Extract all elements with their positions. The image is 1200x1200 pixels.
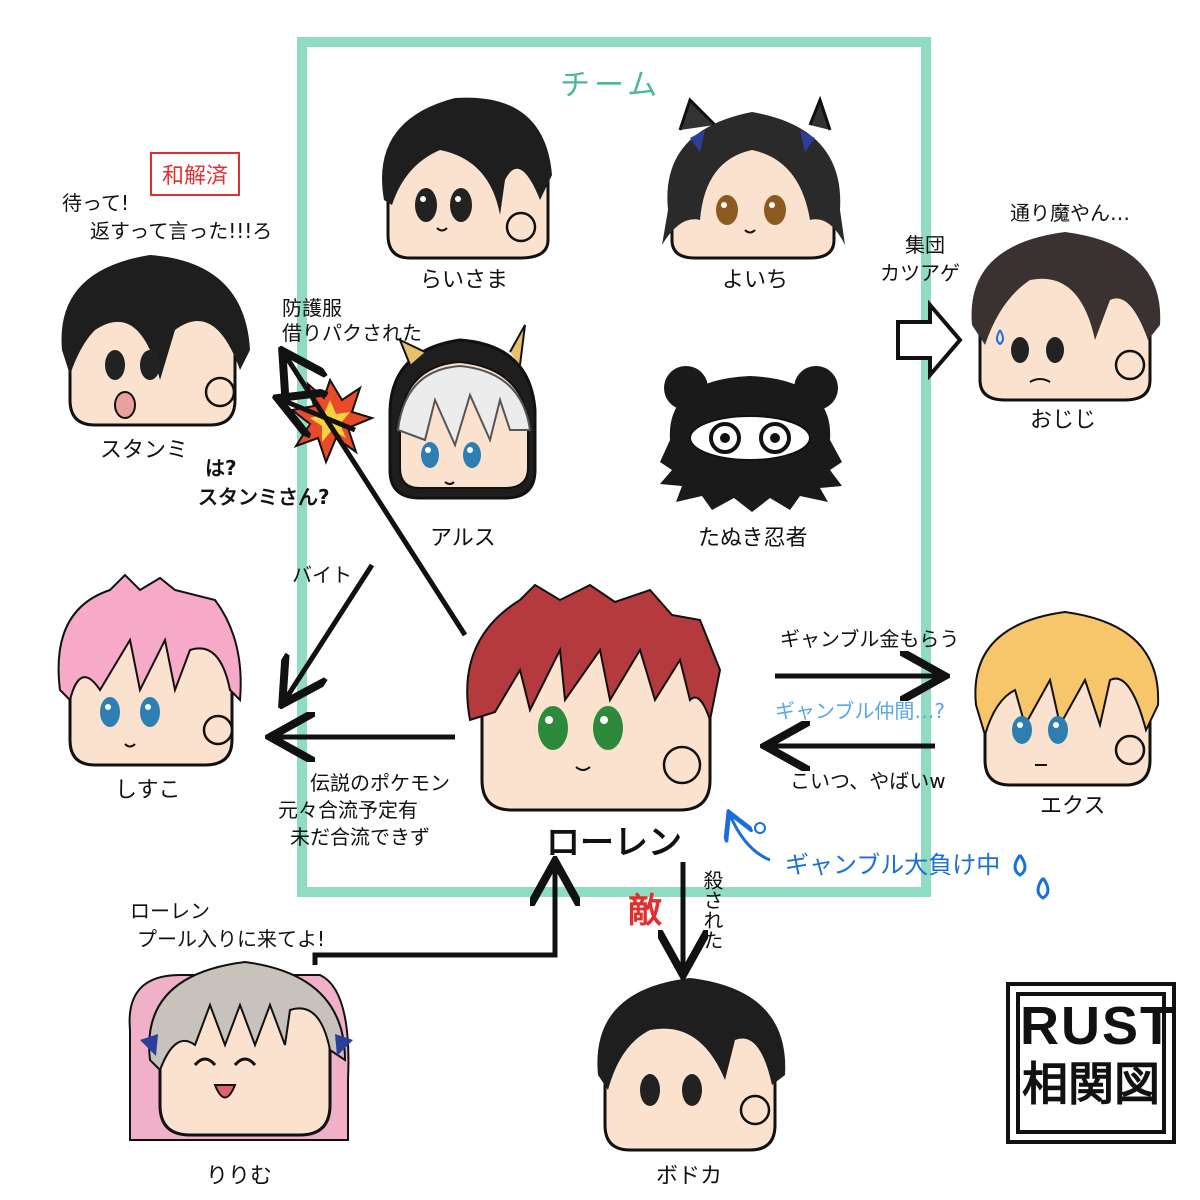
- mass-extortion-line2: カツアゲ: [880, 260, 960, 287]
- rust-relationship-chart-logo: RUST 相関図: [1016, 992, 1166, 1134]
- character-name-raisama: らいさま: [420, 262, 508, 294]
- enemy-label: 敵: [628, 898, 662, 925]
- character-name-ojiji: おじじ: [1030, 402, 1096, 434]
- rirumu-face: [130, 962, 353, 1140]
- logo-line2: 相関図: [1020, 1056, 1162, 1112]
- legend-note-line1: 伝説のポケモン: [310, 770, 450, 797]
- yoichi-face: [662, 100, 845, 258]
- raisama-face: [382, 98, 552, 258]
- killed-note: 殺された: [700, 870, 724, 950]
- stanmi-quote-line2: 返すって言った!!!ろ: [90, 218, 272, 245]
- arrow-rirumu-to-lauren: [315, 866, 555, 965]
- tanuki-ninja-face: [660, 366, 842, 512]
- arusu-question-line1: は?: [205, 455, 237, 482]
- armor-note-line1: 防護服: [282, 295, 342, 322]
- legend-note-line3: 未だ合流できず: [290, 824, 430, 851]
- rirumu-quote-line1: ローレン: [130, 898, 210, 925]
- gamble-losing-note: ギャンブル大負け中: [785, 852, 1000, 879]
- bite-note: バイト: [292, 562, 352, 589]
- rirumu-quote-line2: プール入りに来てよ!: [137, 926, 325, 953]
- ojiji-face: [972, 232, 1161, 400]
- character-name-shisuko: しすこ: [115, 772, 181, 804]
- shisuko-face: [59, 575, 241, 765]
- lauren-face: [467, 585, 720, 810]
- arrow-team-to-ojiji: [898, 305, 960, 375]
- character-name-bodoka: ボドカ: [656, 1158, 722, 1190]
- mass-extortion-line1: 集団: [905, 232, 945, 259]
- character-name-stanmi: スタンミ: [100, 432, 188, 464]
- gamble-friend-note: ギャンブル仲間…?: [775, 698, 945, 725]
- sweat-drops: [1015, 855, 1048, 898]
- armor-note-line2: 借りパクされた: [282, 320, 422, 347]
- gamble-money-note: ギャンブル金もらう: [780, 626, 959, 653]
- team-title: チーム: [560, 60, 661, 104]
- bodoka-face: [597, 978, 785, 1150]
- stanmi-quote-line1: 待って!: [62, 190, 129, 217]
- legend-note-line2: 元々合流予定有: [278, 797, 418, 824]
- character-name-ekusu: エクス: [1040, 788, 1105, 820]
- arrow-gamble-note: [730, 815, 770, 860]
- reconciled-stamp: 和解済: [150, 152, 240, 196]
- stanmi-face: [62, 255, 250, 425]
- character-name-lauren: ローレン: [546, 815, 682, 864]
- logo-line1: RUST: [1020, 996, 1162, 1056]
- ekusu-face: [975, 612, 1158, 785]
- arusu-face: [390, 325, 535, 498]
- arusu-question-line2: スタンミさん?: [198, 484, 330, 511]
- ojiji-quote: 通り魔やん…: [1010, 200, 1130, 227]
- character-name-rirumu: りりむ: [206, 1158, 272, 1190]
- character-name-arusu: アルス: [430, 520, 496, 552]
- character-name-tanuki-ninja: たぬき忍者: [698, 520, 808, 552]
- character-name-yoichi: よいち: [722, 262, 788, 294]
- dangerous-note: こいつ、やばいw: [790, 768, 946, 795]
